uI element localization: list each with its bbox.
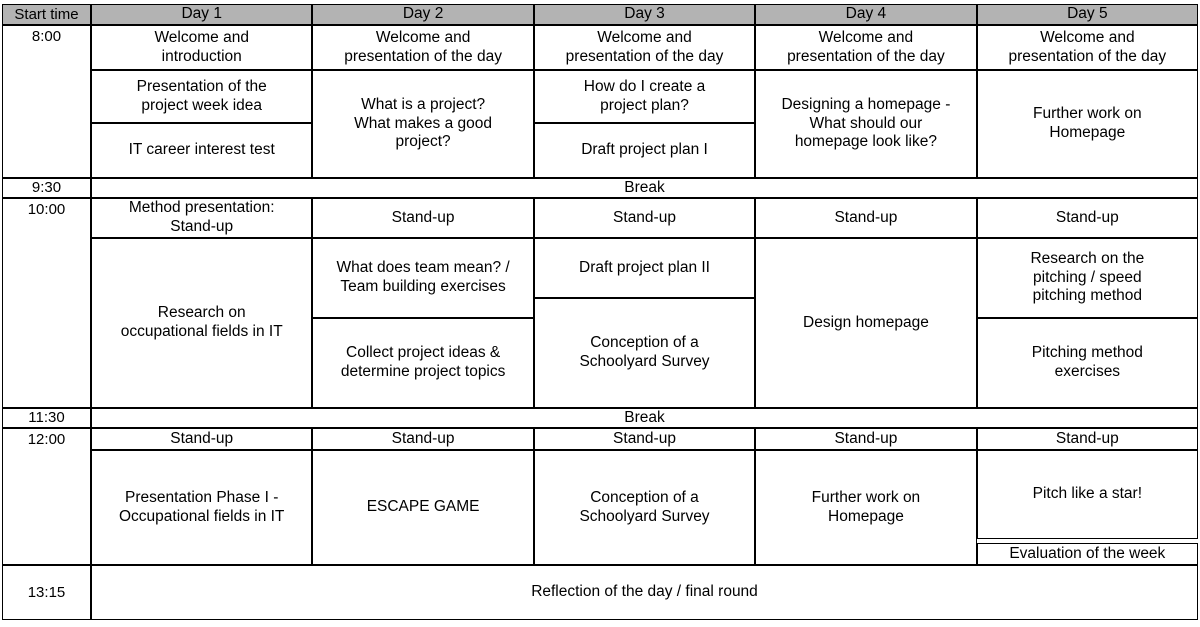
schedule-cell: What does team mean? / Team building exe… — [312, 238, 534, 318]
time-cell-1130: 11:30 — [2, 408, 91, 428]
schedule-cell: Stand-up — [976, 428, 1199, 450]
schedule-cell: Stand-up — [533, 428, 756, 450]
schedule-cell: What is a project? What makes a good pro… — [312, 70, 534, 178]
schedule-cell: Welcome and presentation of the day — [976, 25, 1199, 70]
day1-column-0800: Welcome and introduction Presentation of… — [91, 25, 313, 178]
reflection-row-1315: 13:15 Reflection of the day / final roun… — [2, 565, 1198, 620]
time-cell-1315: 13:15 — [2, 565, 91, 620]
time-cell-1000: 10:00 — [2, 198, 91, 408]
day4-column-1000: Stand-up Design homepage — [755, 198, 977, 408]
schedule-cell: Research on the pitching / speed pitchin… — [976, 238, 1199, 318]
header-row: Start time Day 1 Day 2 Day 3 Day 4 Day 5 — [2, 4, 1199, 25]
header-cell-start-time: Start time — [2, 4, 91, 25]
schedule-cell: Welcome and presentation of the day — [755, 25, 977, 70]
schedule-cell: Further work on Homepage — [976, 70, 1199, 178]
day5-column-1000: Stand-up Research on the pitching / spee… — [976, 198, 1199, 408]
schedule-cell: Pitch like a star! — [976, 450, 1199, 539]
schedule-cell: Conception of a Schoolyard Survey — [533, 298, 756, 408]
header-cell-day-3: Day 3 — [533, 4, 756, 25]
time-cell-1200: 12:00 — [2, 428, 91, 565]
day3-column-1000: Stand-up Draft project plan II Conceptio… — [533, 198, 756, 408]
schedule-cell: Draft project plan I — [533, 123, 756, 178]
schedule-cell: Stand-up — [976, 198, 1199, 238]
header-cell-day-5: Day 5 — [976, 4, 1199, 25]
day4-column-1200: Stand-up Further work on Homepage — [755, 428, 977, 565]
break-cell: Break — [91, 178, 1198, 198]
break-cell: Break — [91, 408, 1198, 428]
schedule-cell: Research on occupational fields in IT — [91, 238, 313, 408]
schedule-cell: Designing a homepage - What should our h… — [755, 70, 977, 178]
reflection-cell: Reflection of the day / final round — [91, 565, 1198, 620]
weekly-schedule-table: Start time Day 1 Day 2 Day 3 Day 4 Day 5… — [2, 4, 1199, 620]
schedule-cell: Stand-up — [755, 428, 977, 450]
day5-column-0800: Welcome and presentation of the day Furt… — [976, 25, 1199, 178]
day4-column-0800: Welcome and presentation of the day Desi… — [755, 25, 977, 178]
schedule-cell: Collect project ideas & determine projec… — [312, 318, 534, 408]
time-cell-0930: 9:30 — [2, 178, 91, 198]
day2-column-0800: Welcome and presentation of the day What… — [312, 25, 534, 178]
day5-column-1200: Stand-up Pitch like a star! Evaluation o… — [976, 428, 1199, 565]
schedule-cell: Stand-up — [312, 428, 534, 450]
header-cell-day-2: Day 2 — [312, 4, 534, 25]
day1-column-1000: Method presentation: Stand-up Research o… — [91, 198, 313, 408]
day3-column-1200: Stand-up Conception of a Schoolyard Surv… — [533, 428, 756, 565]
time-block-1200: 12:00 Stand-up Presentation Phase I - Oc… — [2, 428, 1199, 565]
schedule-cell: Method presentation: Stand-up — [91, 198, 313, 238]
schedule-cell: Conception of a Schoolyard Survey — [533, 450, 756, 565]
schedule-cell: How do I create a project plan? — [533, 70, 756, 123]
time-block-1000: 10:00 Method presentation: Stand-up Rese… — [2, 198, 1199, 408]
schedule-cell: Presentation of the project week idea — [91, 70, 313, 123]
day3-column-0800: Welcome and presentation of the day How … — [533, 25, 756, 178]
schedule-cell: Evaluation of the week — [976, 543, 1199, 565]
schedule-cell: ESCAPE GAME — [312, 450, 534, 565]
schedule-cell: IT career interest test — [91, 123, 313, 178]
schedule-cell: Presentation Phase I - Occupational fiel… — [91, 450, 313, 565]
schedule-cell: Stand-up — [755, 198, 977, 238]
schedule-cell: Welcome and presentation of the day — [533, 25, 756, 70]
schedule-cell: Pitching method exercises — [976, 318, 1199, 408]
day1-column-1200: Stand-up Presentation Phase I - Occupati… — [91, 428, 313, 565]
schedule-cell: Design homepage — [755, 238, 977, 408]
schedule-cell: Draft project plan II — [533, 238, 756, 298]
time-cell-0800: 8:00 — [2, 25, 91, 178]
schedule-cell: Stand-up — [312, 198, 534, 238]
schedule-cell: Stand-up — [91, 428, 313, 450]
time-block-0800: 8:00 Welcome and introduction Presentati… — [2, 25, 1199, 178]
day2-column-1200: Stand-up ESCAPE GAME — [312, 428, 534, 565]
header-cell-day-1: Day 1 — [91, 4, 313, 25]
schedule-cell: Welcome and presentation of the day — [312, 25, 534, 70]
schedule-cell: Further work on Homepage — [755, 450, 977, 565]
schedule-cell: Welcome and introduction — [91, 25, 313, 70]
break-row-1130: 11:30 Break — [2, 408, 1198, 428]
day2-column-1000: Stand-up What does team mean? / Team bui… — [312, 198, 534, 408]
break-row-0930: 9:30 Break — [2, 178, 1198, 198]
header-cell-day-4: Day 4 — [755, 4, 977, 25]
schedule-cell: Stand-up — [533, 198, 756, 238]
